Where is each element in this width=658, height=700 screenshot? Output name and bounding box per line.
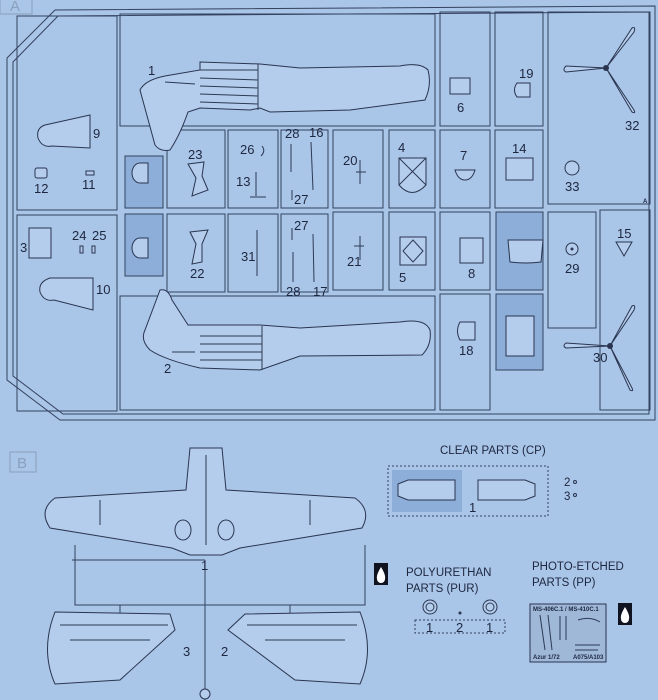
fuselage-half-2	[142, 289, 431, 371]
svg-text:MS-406C.1 / MS-410C.1: MS-406C.1 / MS-410C.1	[533, 607, 599, 613]
svg-text:1: 1	[426, 620, 433, 635]
svg-text:A: A	[10, 0, 20, 15]
part-9-shape	[37, 114, 91, 149]
svg-text:16: 16	[309, 125, 323, 140]
svg-text:A075/A103: A075/A103	[573, 655, 604, 661]
svg-text:27: 27	[294, 218, 308, 233]
sprue-a-part-numbers: 1 9 12 11 3 24 25 10 23 22 26 13 28 16 2…	[20, 63, 639, 376]
wing-lower	[44, 447, 367, 556]
svg-text:4: 4	[398, 140, 405, 155]
svg-text:2: 2	[564, 477, 570, 489]
svg-text:15: 15	[617, 226, 631, 241]
svg-text:5: 5	[399, 270, 406, 285]
svg-text:Azur 1/72: Azur 1/72	[533, 655, 560, 661]
svg-text:12: 12	[34, 181, 48, 196]
polyurethane-parts: POLYURETHAN PARTS (PUR) 1 2 1	[374, 563, 506, 635]
clear-parts: CLEAR PARTS (CP) 1 2 3	[387, 445, 577, 517]
sprue-a-label: A	[0, 0, 33, 15]
svg-text:10: 10	[96, 282, 110, 297]
svg-text:13: 13	[236, 174, 250, 189]
small-parts	[28, 77, 633, 357]
svg-text:6: 6	[457, 100, 464, 115]
svg-text:32: 32	[625, 118, 639, 133]
svg-text:24: 24	[72, 228, 86, 243]
fuselage-half-1	[139, 61, 430, 151]
svg-text:30: 30	[593, 350, 607, 365]
svg-text:31: 31	[241, 249, 255, 264]
svg-text:POLYURETHAN: POLYURETHAN	[406, 567, 491, 579]
svg-text:PARTS (PP): PARTS (PP)	[532, 577, 596, 589]
svg-text:1: 1	[148, 63, 155, 78]
propeller-30	[563, 305, 636, 392]
sprue-b-part-1: 1	[201, 558, 208, 573]
svg-text:1: 1	[486, 620, 493, 635]
svg-text:21: 21	[347, 254, 361, 269]
sprue-b-label: B	[9, 451, 37, 473]
svg-text:28: 28	[286, 284, 300, 299]
svg-text:2: 2	[164, 361, 171, 376]
sprue-b-part-2: 2	[221, 644, 228, 659]
wing-outer-left	[47, 611, 176, 685]
svg-text:14: 14	[512, 141, 526, 156]
sprue-b-part-3: 3	[183, 644, 190, 659]
corner-mark: A	[643, 199, 648, 205]
svg-text:17: 17	[313, 284, 327, 299]
svg-text:B: B	[17, 455, 27, 472]
svg-text:9: 9	[93, 126, 100, 141]
svg-text:2: 2	[456, 620, 463, 635]
svg-text:18: 18	[459, 343, 473, 358]
svg-text:20: 20	[343, 153, 357, 168]
svg-text:25: 25	[92, 228, 106, 243]
clear-parts-title: CLEAR PARTS (CP)	[440, 445, 546, 457]
svg-text:19: 19	[519, 66, 533, 81]
svg-text:PARTS (PUR): PARTS (PUR)	[406, 583, 479, 595]
sprue-a-frame	[6, 5, 656, 421]
svg-text:11: 11	[82, 177, 96, 192]
svg-text:23: 23	[188, 147, 202, 162]
svg-text:3: 3	[20, 240, 27, 255]
wing-outer-right	[227, 611, 368, 685]
svg-text:26: 26	[240, 142, 254, 157]
svg-text:8: 8	[468, 266, 475, 281]
photo-etched-parts: PHOTO-ETCHED PARTS (PP) MS-406C.1 / MS-4…	[529, 561, 632, 663]
svg-text:27: 27	[294, 192, 308, 207]
sprue-a-cells	[16, 11, 651, 412]
svg-text:33: 33	[565, 179, 579, 194]
svg-text:PHOTO-ETCHED: PHOTO-ETCHED	[532, 561, 624, 573]
svg-text:22: 22	[190, 266, 204, 281]
svg-text:1: 1	[469, 500, 476, 515]
svg-text:29: 29	[565, 261, 579, 276]
sprue-b-runners	[72, 545, 366, 700]
propeller-32	[563, 27, 636, 114]
svg-text:3: 3	[564, 491, 570, 503]
svg-text:28: 28	[285, 126, 299, 141]
svg-text:7: 7	[460, 148, 467, 163]
